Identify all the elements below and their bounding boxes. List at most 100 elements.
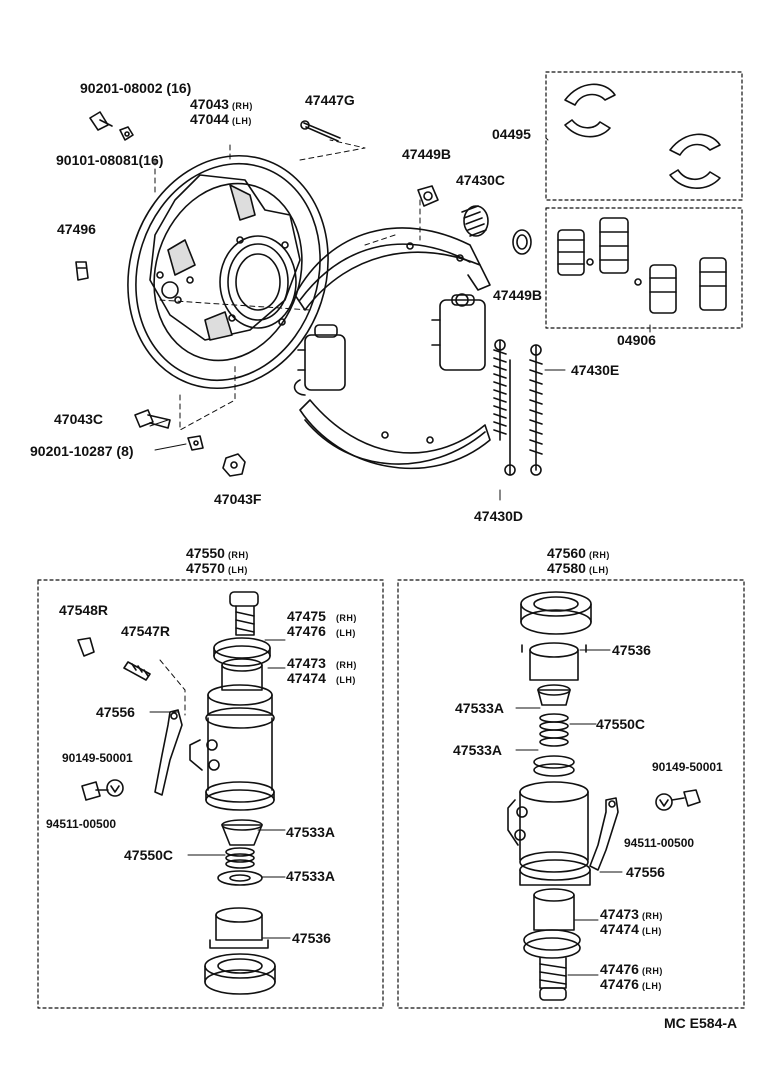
- label-90201-08002: 90201-08002 (16): [80, 80, 192, 96]
- kit-cylinder-set: [558, 218, 726, 313]
- bolt-47043c: [135, 410, 170, 428]
- label-90101-08081: 90101-08081(16): [56, 152, 164, 168]
- label-47533a-left-1: 47533A: [286, 824, 336, 840]
- label-47475-rh: (RH): [335, 613, 357, 623]
- label-47474-left: 47474 (LH): [287, 671, 356, 685]
- label-90149-left: 90149-50001: [62, 751, 133, 765]
- wheel-cylinder-right: [432, 294, 485, 370]
- section-box-left: [38, 580, 383, 1008]
- label-47533a-left-2: 47533A: [286, 868, 336, 884]
- label-94511-right: 94511-00500: [624, 836, 695, 850]
- piston-cup-left: [222, 820, 262, 845]
- label-47476-right-2-lh: (LH): [641, 981, 662, 991]
- bolt-90101: [90, 112, 133, 140]
- label-47476-left-lh: (LH): [335, 628, 356, 638]
- adjuster-bolt-left: [230, 592, 258, 635]
- label-90149-right: 90149-50001: [652, 760, 723, 774]
- label-47580-text: 47580: [547, 560, 586, 576]
- cylinder-body-right: [508, 782, 590, 885]
- label-47044: 47044(LH): [190, 112, 252, 126]
- label-47430d: 47430D: [474, 508, 524, 524]
- nut-47496: [76, 262, 88, 280]
- return-springs: [494, 340, 542, 475]
- label-47447g: 47447G: [305, 92, 355, 108]
- label-47550c-right: 47550C: [596, 716, 646, 732]
- label-47474-right: 47474(LH): [600, 922, 662, 936]
- cup-left-2: [218, 871, 262, 885]
- label-47476-right-1: 47476(RH): [600, 962, 663, 976]
- label-47044-lh: (LH): [231, 116, 252, 126]
- label-47474-right-lh: (LH): [641, 926, 662, 936]
- label-47580-lh: (LH): [588, 565, 609, 575]
- adjuster-sleeve-right: [534, 889, 574, 930]
- cup-right-1: [538, 685, 570, 705]
- cup-right-2: [534, 756, 574, 776]
- label-47044-text: 47044: [190, 111, 229, 127]
- label-04906: 04906: [617, 332, 656, 348]
- boot-left: [205, 954, 275, 994]
- label-47043-text: 47043: [190, 96, 229, 112]
- label-47550-text: 47550: [186, 545, 225, 561]
- label-47473-right-rh: (RH): [641, 911, 663, 921]
- label-47449b-bottom: 47449B: [493, 287, 543, 303]
- label-47560-text: 47560: [547, 545, 586, 561]
- section-box-right: [398, 580, 744, 1008]
- label-47430e: 47430E: [571, 362, 620, 378]
- lever-right: [590, 798, 618, 870]
- label-47560: 47560(RH): [547, 546, 610, 560]
- label-47043-rh: (RH): [231, 101, 253, 111]
- label-47474-left-text: 47474: [287, 670, 326, 686]
- label-47548r: 47548R: [59, 602, 109, 618]
- label-90201-10287: 90201-10287 (8): [30, 443, 134, 459]
- brake-shoe-lower: [300, 400, 490, 468]
- label-47536-left: 47536: [292, 930, 331, 946]
- label-47550-rh: (RH): [227, 550, 249, 560]
- label-47496: 47496: [57, 221, 96, 237]
- kit-box-04495: [546, 72, 742, 200]
- label-47556-right: 47556: [626, 864, 665, 880]
- label-47043c: 47043C: [54, 411, 104, 427]
- label-47556-left: 47556: [96, 704, 135, 720]
- nut-47043f: [223, 454, 245, 476]
- bolt-washer-left: [82, 780, 123, 800]
- lever-left: [155, 710, 182, 795]
- cup-47449b-bottom: [513, 230, 531, 254]
- label-47476-right-1-text: 47476: [600, 961, 639, 977]
- label-47476-left: 47476 (LH): [287, 624, 356, 638]
- label-94511-left: 94511-00500: [46, 817, 117, 831]
- label-47570-lh: (LH): [227, 565, 248, 575]
- label-47476-right-1-rh: (RH): [641, 966, 663, 976]
- leader-lines: [155, 140, 420, 715]
- brake-shoe-upper: [295, 228, 490, 310]
- label-47476-left-text: 47476: [287, 623, 326, 639]
- label-47474-right-text: 47474: [600, 921, 639, 937]
- kit-shoe-set: [565, 84, 720, 188]
- backing-plate: [98, 129, 357, 414]
- label-47473-left: 47473(RH): [287, 656, 357, 670]
- bolt-washer-right: [656, 790, 700, 810]
- drawing-code: MC E584-A: [664, 1015, 738, 1031]
- adjuster-bolt-right: [540, 958, 566, 1000]
- nut-90201-10287: [188, 436, 203, 450]
- label-47550c-left: 47550C: [124, 847, 174, 863]
- label-47570-text: 47570: [186, 560, 225, 576]
- label-47570: 47570(LH): [186, 561, 248, 575]
- cylinder-body-left: [190, 685, 274, 810]
- star-wheel-left: [214, 638, 270, 666]
- label-47550: 47550(RH): [186, 546, 249, 560]
- label-47533a-right-1: 47533A: [455, 700, 505, 716]
- label-47560-rh: (RH): [588, 550, 610, 560]
- label-47476-right-2: 47476(LH): [600, 977, 662, 991]
- wheel-cylinder-left: [295, 325, 345, 395]
- label-47473-left-text: 47473: [287, 655, 326, 671]
- piston-right: [522, 643, 586, 680]
- cup-47449b-top: [418, 186, 438, 206]
- boot-right: [521, 592, 591, 634]
- pin-47447g: [301, 121, 340, 141]
- label-47043f: 47043F: [214, 491, 262, 507]
- star-wheel-right: [524, 930, 580, 958]
- kit-box-04906: [546, 208, 742, 328]
- label-47473-right-text: 47473: [600, 906, 639, 922]
- label-47474-left-lh: (LH): [335, 675, 356, 685]
- piston-left: [210, 908, 268, 948]
